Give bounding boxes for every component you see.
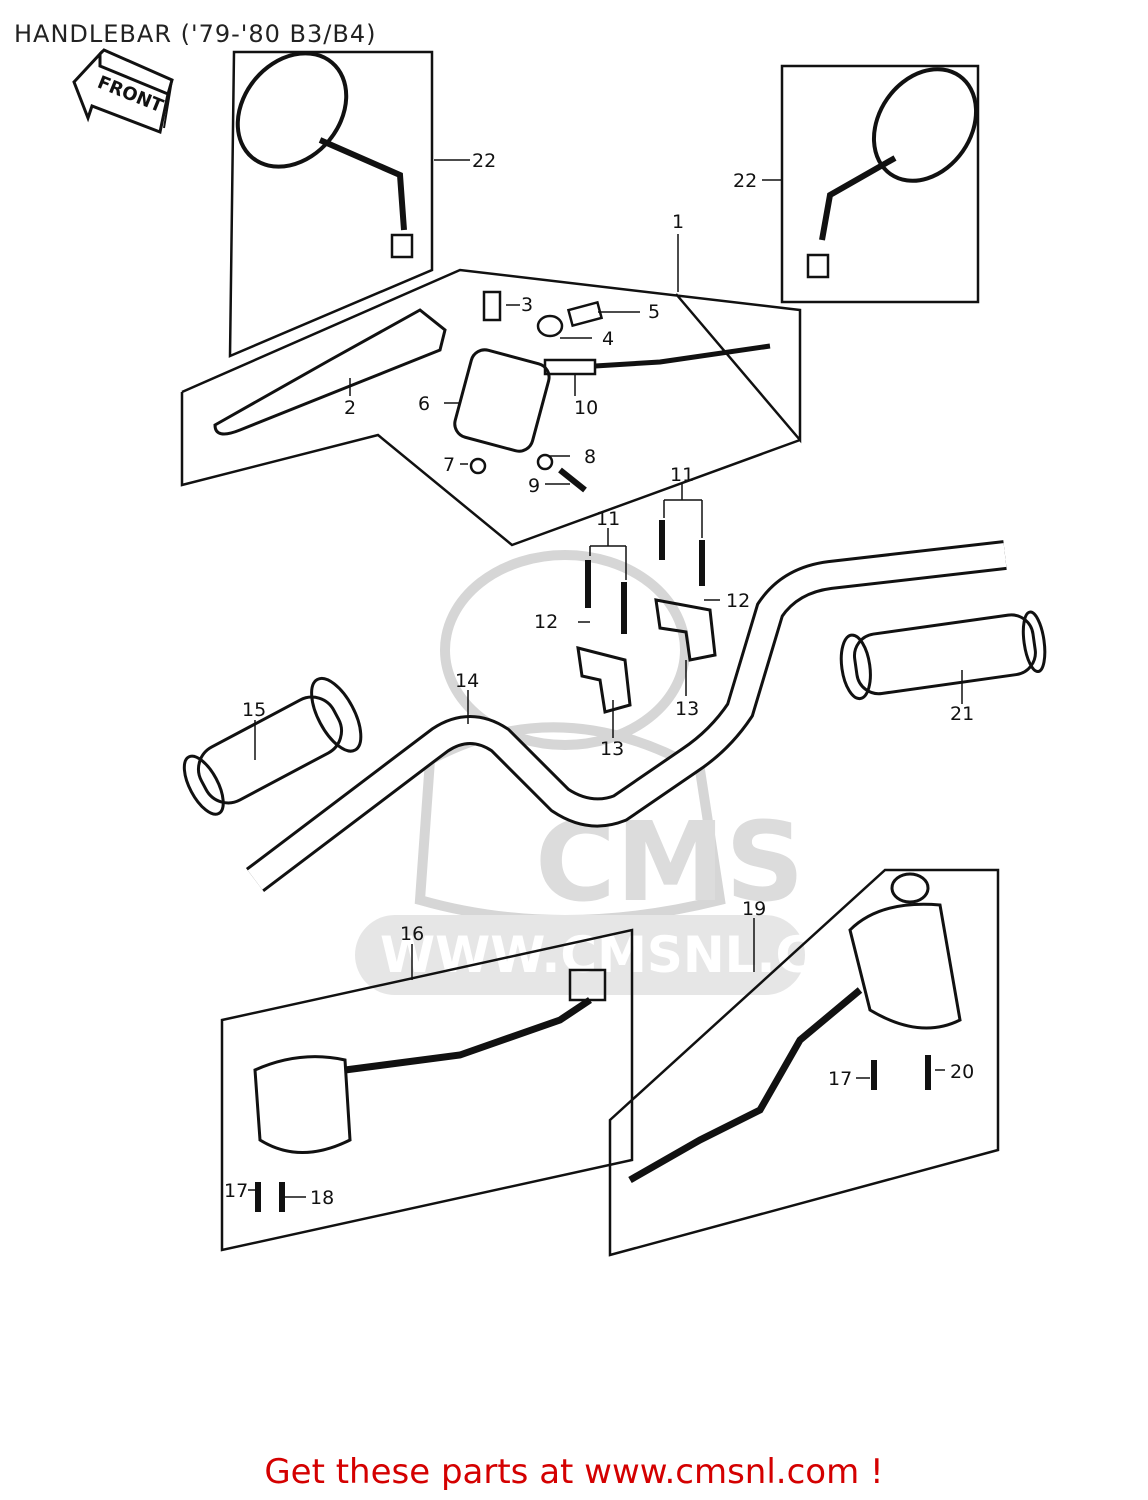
clutch-switch — [543, 358, 597, 376]
clamp-bolts — [585, 520, 705, 634]
left-grip — [182, 676, 363, 816]
left-mirror-box — [228, 50, 434, 358]
callout-17-right: 17 — [828, 1068, 852, 1090]
lower-clamp-left — [576, 645, 632, 714]
front-arrow: FRONT — [72, 48, 174, 135]
callout-22-right: 22 — [733, 170, 757, 192]
callout-14: 14 — [455, 670, 479, 692]
callout-8: 8 — [584, 446, 596, 468]
footer-link[interactable]: Get these parts at www.cmsnl.com ! — [264, 1452, 884, 1492]
right-switch-screws — [871, 1055, 931, 1090]
right-switch-box — [608, 868, 1000, 1257]
lever-bolt — [482, 290, 502, 322]
throttle-cap — [890, 872, 930, 904]
left-mirror-stem — [318, 137, 407, 231]
adjuster — [566, 300, 604, 328]
clutch-lever — [213, 308, 447, 436]
left-switch-box — [220, 928, 634, 1252]
callout-11-left: 11 — [596, 508, 620, 530]
left-switch-screws — [255, 1182, 285, 1212]
callout-22-left: 22 — [472, 150, 496, 172]
callout-13-left: 13 — [600, 738, 624, 760]
part-outlines — [180, 50, 1047, 1257]
right-mirror-box — [780, 64, 980, 304]
callout-6: 6 — [418, 393, 430, 415]
right-grip — [839, 610, 1047, 701]
callout-5: 5 — [648, 301, 660, 323]
lever-spacer — [536, 314, 564, 338]
callout-3: 3 — [521, 294, 533, 316]
left-switch-housing — [253, 1055, 352, 1154]
watermark-url: WWW.CMSNL.COM — [380, 926, 905, 984]
callout-labels: 22 22 1 3 5 4 2 6 10 8 7 9 11 11 12 12 1… — [224, 150, 974, 1209]
left-mirror-glass — [235, 51, 349, 169]
holder-washer — [536, 453, 554, 471]
lever-assembly-box — [180, 268, 802, 547]
callout-11-right: 11 — [670, 464, 694, 486]
callout-19: 19 — [742, 898, 766, 920]
left-switch-connector — [568, 968, 607, 1002]
callout-4: 4 — [602, 328, 614, 350]
callout-2: 2 — [344, 397, 356, 419]
callout-21: 21 — [950, 703, 974, 725]
callout-9: 9 — [528, 475, 540, 497]
holder-nut — [469, 457, 487, 475]
callout-17-left: 17 — [224, 1180, 248, 1202]
callout-16: 16 — [400, 923, 424, 945]
diagram-title: HANDLEBAR ('79-'80 B3/B4) — [14, 20, 377, 48]
callout-13-right: 13 — [675, 698, 699, 720]
holder-bolt — [558, 467, 587, 493]
watermark: CMS WWW.CMSNL.COM — [355, 550, 905, 995]
callout-12-left: 12 — [534, 611, 558, 633]
right-switch-harness — [628, 987, 863, 1184]
callout-7: 7 — [443, 454, 455, 476]
clutch-switch-wire — [594, 343, 771, 369]
handlebar-tube — [247, 543, 1007, 890]
left-switch-harness — [344, 997, 592, 1074]
lower-clamp-right — [654, 598, 717, 662]
callout-1: 1 — [672, 211, 684, 233]
right-mirror-nut — [806, 253, 830, 279]
leader-lines — [248, 159, 963, 1198]
left-mirror-nut — [390, 233, 414, 259]
right-mirror-stem — [819, 155, 897, 241]
callout-10: 10 — [574, 397, 598, 419]
watermark-head — [440, 550, 690, 750]
right-mirror-glass — [871, 67, 979, 183]
callout-12-right: 12 — [726, 590, 750, 612]
lever-holder — [453, 348, 551, 453]
right-switch-housing — [848, 902, 962, 1030]
callout-18: 18 — [310, 1187, 334, 1209]
callout-20: 20 — [950, 1061, 974, 1083]
watermark-banner — [355, 915, 805, 995]
callout-15: 15 — [242, 699, 266, 721]
